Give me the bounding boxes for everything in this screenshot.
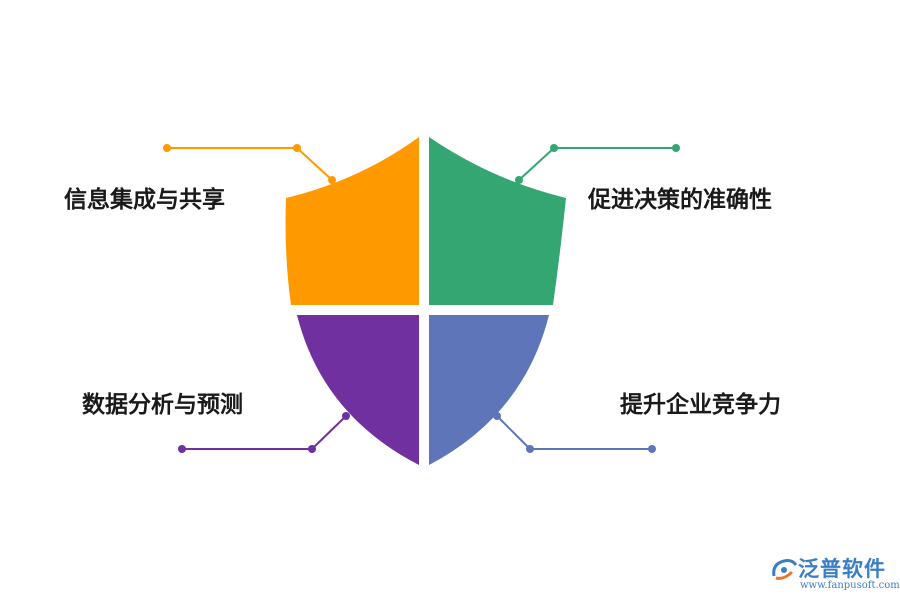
connector-bottom-left: [178, 412, 350, 453]
brand-name: 泛普软件: [798, 557, 886, 581]
brand-logo-icon: [772, 559, 798, 580]
quadrant-bottom-left: [297, 315, 419, 465]
quadrant-top-right: [429, 137, 566, 305]
connector-bottom-right: [493, 412, 656, 453]
connector-top-left: [163, 144, 336, 184]
label-top-left: 信息集成与共享: [64, 187, 225, 213]
quadrant-bottom-right: [429, 315, 549, 465]
connector-top-right: [515, 144, 680, 184]
quadrant-top-left: [285, 137, 419, 305]
label-bottom-right: 提升企业竞争力: [620, 392, 781, 418]
watermark: 泛普软件 www.fanpusoft.com: [770, 553, 900, 597]
brand-url: www.fanpusoft.com: [800, 580, 900, 591]
label-top-right: 促进决策的准确性: [588, 187, 772, 213]
label-bottom-left: 数据分析与预测: [82, 392, 243, 418]
